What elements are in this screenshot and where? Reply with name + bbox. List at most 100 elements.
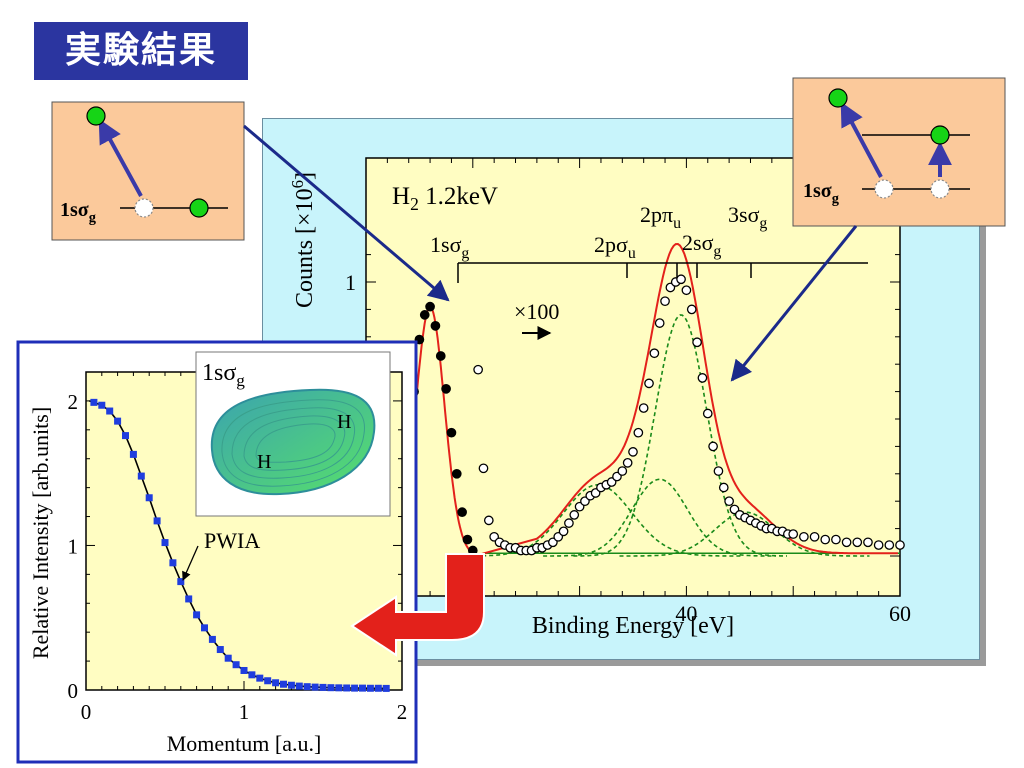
momentum-data-point	[343, 684, 351, 692]
momentum-data-point	[114, 417, 122, 425]
y-tick-label: 1	[345, 270, 356, 295]
level-label-2psu: 2pσu	[594, 232, 636, 262]
data-point-filled	[457, 507, 467, 518]
fit-component-1	[543, 478, 776, 557]
left-level-label: 1sσg	[60, 199, 97, 226]
momentum-y-axis-title: Relative Intensity [arb.units]	[28, 407, 53, 659]
level-label-1sg: 1sσg	[430, 232, 469, 262]
momentum-data-point	[169, 559, 177, 567]
scale-annotation: ×100	[514, 299, 559, 324]
momentum-data-point	[216, 646, 224, 654]
momentum-data-point	[303, 683, 311, 691]
right-electron-ejected	[828, 88, 848, 108]
data-point-open	[644, 378, 654, 389]
momentum-data-point	[264, 677, 272, 685]
data-point-open	[660, 296, 670, 307]
data-point-open	[686, 304, 697, 315]
data-point-open	[473, 364, 483, 375]
momentum-x-axis-title: Momentum [a.u.]	[167, 731, 322, 756]
data-point-open	[569, 510, 580, 520]
data-point-open	[478, 463, 489, 474]
data-point-filled	[441, 384, 451, 394]
data-point-open	[702, 408, 713, 419]
momentum-data-point	[106, 407, 114, 415]
momentum-data-point	[224, 654, 232, 662]
data-point-open	[676, 274, 686, 285]
momentum-data-point	[272, 679, 280, 687]
spectrum-points	[403, 274, 905, 556]
connector-arrow-left	[243, 124, 450, 302]
data-point-filled	[462, 534, 473, 545]
spectrum-title: H2 1.2keV	[392, 183, 498, 214]
data-point-filled	[451, 468, 462, 479]
momentum-y-tick-label: 0	[68, 679, 79, 703]
data-point-open	[617, 466, 628, 476]
right-ionization-arrow	[840, 101, 883, 178]
momentum-data-point	[240, 666, 248, 674]
data-point-open	[820, 534, 831, 545]
momentum-x-tick-label: 0	[81, 700, 92, 724]
data-point-filled	[430, 320, 441, 331]
momentum-data-point	[359, 684, 366, 692]
data-point-open	[788, 529, 799, 539]
momentum-y-tick-label: 2	[68, 390, 79, 414]
momentum-data-point	[137, 472, 145, 480]
momentum-data-point	[208, 635, 216, 643]
pwia-pointer	[182, 545, 199, 581]
momentum-data-point	[177, 578, 185, 586]
data-point-open	[724, 496, 734, 507]
momentum-data-point	[382, 684, 390, 692]
left-hole	[134, 198, 154, 218]
data-point-open	[558, 526, 569, 537]
momentum-x-tick-label: 1	[239, 700, 250, 724]
data-point-open	[692, 337, 702, 348]
data-point-open	[799, 531, 809, 542]
data-point-filled	[446, 427, 457, 438]
right-hole-1	[874, 179, 894, 199]
slide-title: 実験結果	[34, 22, 248, 80]
momentum-data-point	[185, 595, 193, 603]
red-bent-arrow	[350, 553, 485, 657]
right-transition-diagram	[792, 77, 1006, 227]
data-point-open	[841, 537, 852, 548]
momentum-data-point	[232, 661, 240, 669]
data-point-open	[483, 515, 494, 526]
level-bracket	[457, 262, 868, 283]
orbital-contour-image	[210, 388, 376, 496]
fit-curve	[397, 242, 898, 557]
data-point-open	[654, 318, 665, 328]
momentum-data-point	[311, 683, 319, 691]
data-point-open	[649, 348, 660, 359]
data-point-open	[831, 534, 841, 545]
momentum-data-point	[161, 539, 169, 547]
right-hole-2	[930, 179, 950, 199]
level-label-2ppu: 2pπu	[640, 202, 681, 232]
left-electron-bound	[189, 198, 209, 218]
left-transition-arrow	[98, 118, 143, 197]
momentum-data-point	[122, 432, 129, 440]
data-point-open	[713, 466, 724, 476]
data-point-open	[809, 531, 820, 542]
data-point-open	[708, 441, 718, 452]
data-point-filled	[435, 351, 446, 361]
momentum-data-point	[374, 684, 382, 692]
fit-component-2	[573, 314, 788, 557]
momentum-data-point	[280, 680, 287, 688]
spectrum-plot-area	[365, 157, 901, 597]
data-point-open	[697, 373, 708, 383]
level-label-3ssg: 3sσg	[728, 202, 767, 232]
momentum-data-point	[256, 674, 264, 682]
data-point-open	[895, 540, 905, 550]
momentum-data-point	[287, 681, 295, 689]
data-point-open	[638, 403, 649, 413]
right-level-label: 1sσg	[803, 180, 840, 207]
momentum-data-point	[201, 624, 208, 632]
momentum-data-point	[248, 671, 256, 679]
pwia-label: PWIA	[204, 528, 260, 553]
momentum-x-tick-label: 2	[397, 700, 408, 724]
momentum-data-point	[351, 684, 359, 692]
data-point-open	[873, 540, 884, 550]
fit-component-3	[619, 511, 870, 557]
momentum-data-point	[193, 611, 201, 619]
